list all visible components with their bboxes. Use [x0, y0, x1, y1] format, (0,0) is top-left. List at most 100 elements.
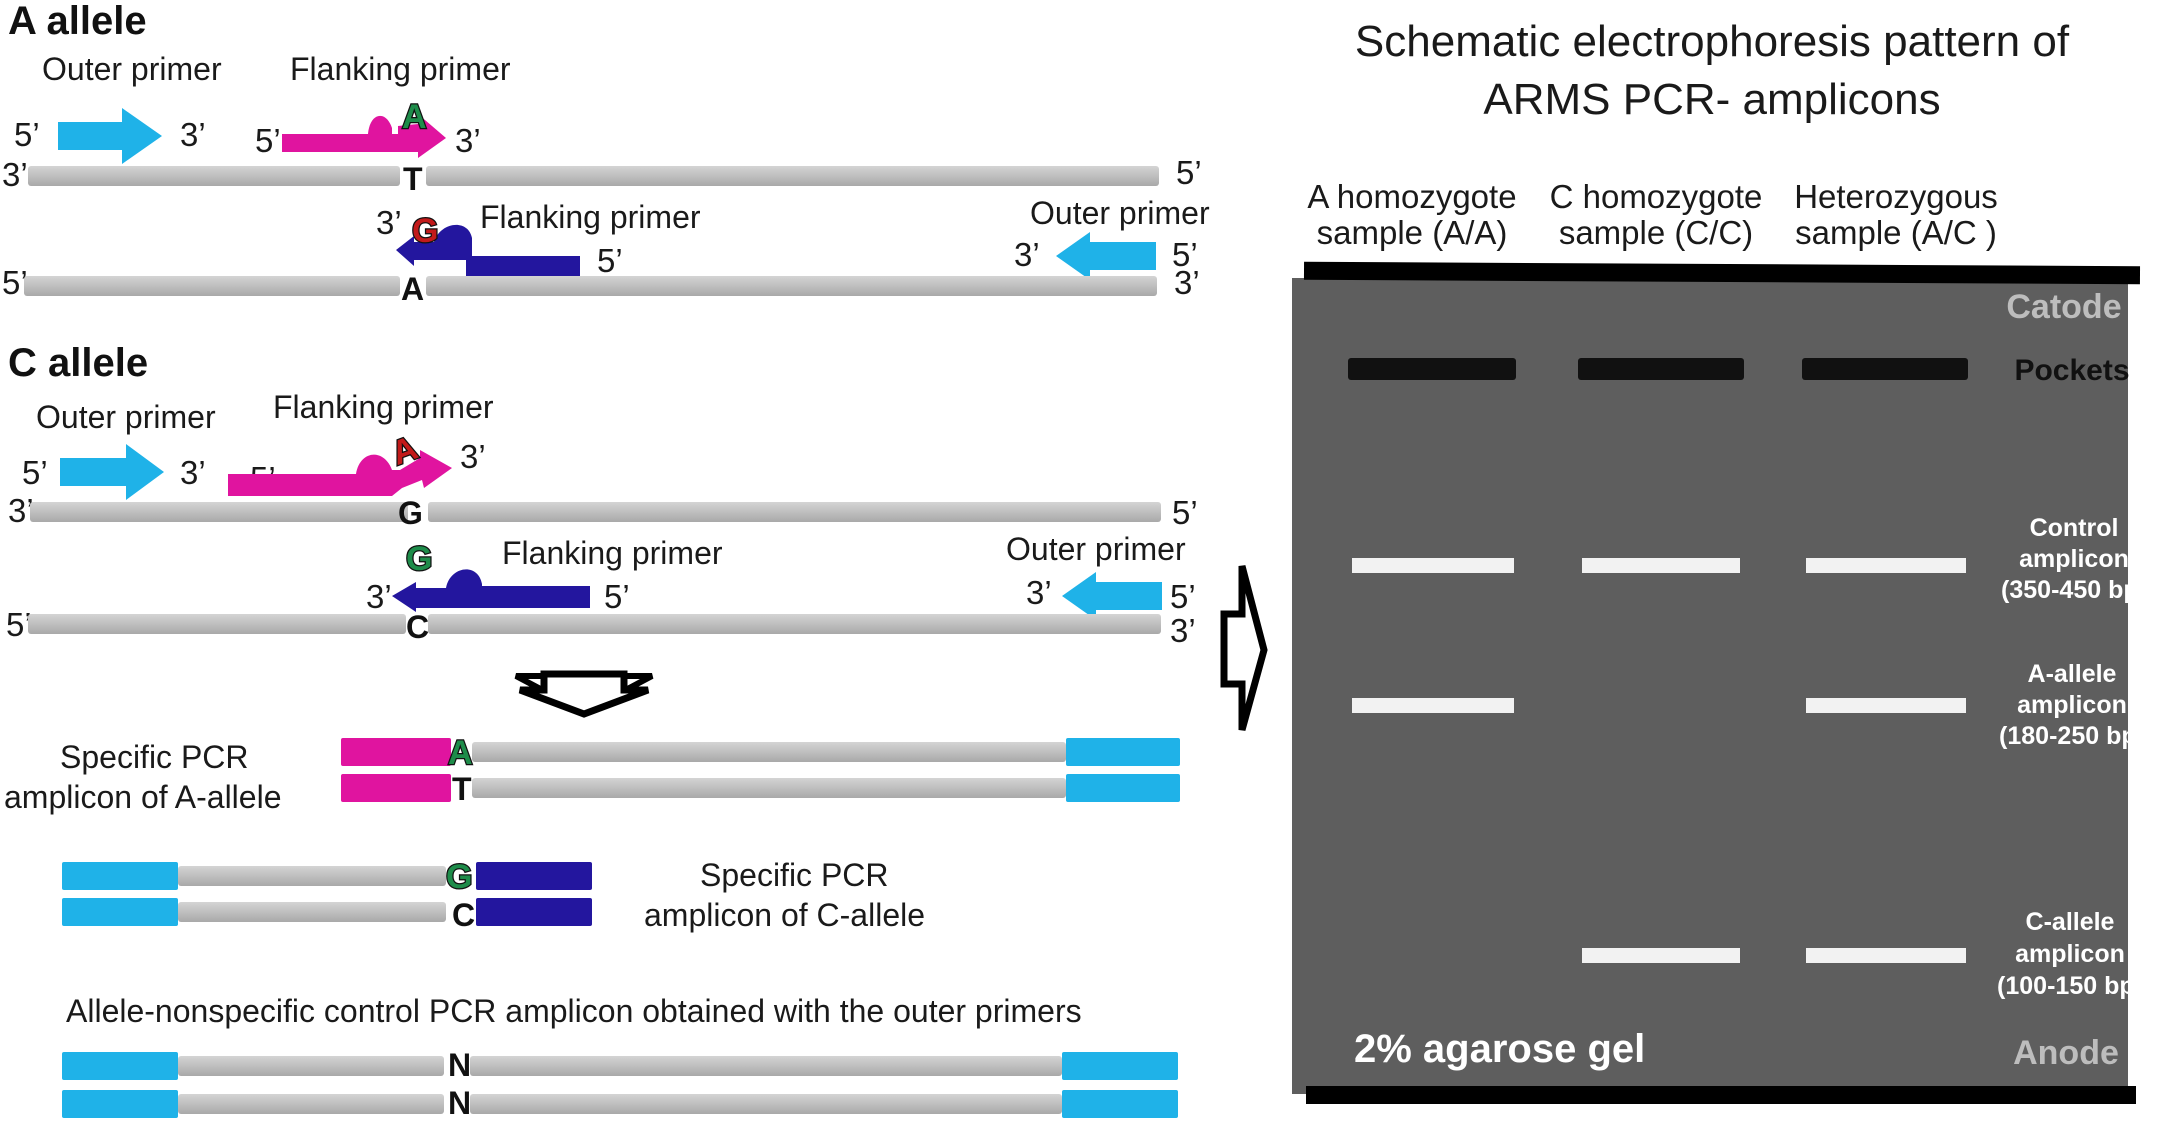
end-label: 5’	[1176, 154, 1202, 191]
band-label-line: amplicon	[2019, 545, 2129, 573]
c-template-strand-top-left	[30, 502, 408, 522]
a-outer-forward-primer	[58, 108, 162, 164]
end-label: 3’	[1174, 264, 1200, 301]
a-primer-mismatch-base-2: G	[412, 212, 438, 250]
pockets-label: Pockets	[2014, 354, 2129, 387]
band-label-line: (350-450 bp)	[2001, 576, 2147, 604]
end-label: 3’	[1170, 612, 1196, 649]
band-label-line: amplicon	[2015, 940, 2125, 968]
a-template-strand-top-left	[28, 166, 400, 186]
c-template-strand-bottom-left	[28, 614, 406, 634]
primer-segment	[62, 862, 178, 890]
gel-bands	[1352, 558, 1966, 963]
primer-segment	[476, 898, 592, 926]
a-template-base-top: T	[403, 161, 423, 197]
c-amplicon-base-bottom: C	[452, 897, 475, 933]
c-amplicon-base-top: G	[446, 858, 472, 896]
c-outer-forward-primer	[60, 444, 164, 500]
primer-segment	[476, 862, 592, 890]
c-allele-heading: C allele	[8, 341, 148, 385]
right-arrow-icon	[1220, 565, 1268, 731]
band-label-line: amplicon	[2017, 691, 2127, 719]
end-label: 5’	[1170, 578, 1196, 615]
band-label-line: (180-250 bp)	[1999, 722, 2145, 750]
gel-band-c-allele	[1582, 948, 1740, 963]
strand-segment	[178, 1094, 444, 1114]
c-primer-mismatch-base: A	[387, 429, 423, 473]
a-template-strand-bottom-left	[24, 276, 400, 296]
gel-band-control	[1352, 558, 1514, 573]
end-label: 5’	[255, 122, 281, 159]
primer-segment	[1062, 1052, 1178, 1080]
end-label: 3’	[376, 204, 402, 241]
lane-header-line2: sample (A/C )	[1795, 214, 1997, 251]
control-amplicon: Allele-nonspecific control PCR amplicon …	[62, 993, 1178, 1121]
end-label: 5’	[597, 242, 623, 279]
a-template-base-bottom: A	[401, 271, 424, 307]
gel-title-line1: Schematic electrophoresis pattern of	[1355, 17, 2070, 66]
a-amplicon-base-bottom: T	[452, 771, 472, 807]
c-flanking-reverse-primer	[392, 569, 590, 612]
a-flanking-reverse-primer	[396, 224, 580, 276]
c-outer-primer-label: Outer primer	[36, 399, 216, 435]
end-label: 3’	[366, 578, 392, 615]
gel-band-control	[1806, 558, 1966, 573]
c-template-strand-bottom-right	[428, 614, 1161, 634]
a-primer-mismatch-base: A	[402, 98, 427, 136]
c-template-base-bottom: C	[406, 609, 429, 645]
gel-title-line2: ARMS PCR- amplicons	[1483, 75, 1940, 124]
control-base-top: N	[448, 1047, 471, 1083]
gel-band-c-allele	[1806, 948, 1966, 963]
end-label: 5’	[22, 454, 48, 491]
end-label: 3’	[455, 122, 481, 159]
a-amplicon-caption-line2: amplicon of A-allele	[4, 779, 281, 815]
a-allele-panel: A allele Outer primer Flanking primer 5’…	[2, 0, 1210, 307]
lane-header-a: A homozygote sample (A/A)	[1307, 178, 1516, 251]
end-label: 3’	[1014, 236, 1040, 273]
a-template-strand-bottom-right	[426, 276, 1157, 296]
strand-segment	[472, 742, 1066, 762]
primer-segment	[62, 898, 178, 926]
band-label-line: A-allele	[2028, 660, 2117, 688]
c-amplicon-caption-line1: Specific PCR	[700, 857, 889, 893]
lane-header-line2: sample (A/A)	[1317, 214, 1508, 251]
gel-band-a-allele	[1806, 698, 1966, 713]
end-label: 5’	[2, 264, 28, 301]
a-template-strand-top-right	[426, 166, 1159, 186]
control-base-bottom: N	[448, 1085, 471, 1121]
c-allele-panel: C allele Outer primer Flanking primer 5’…	[6, 341, 1198, 649]
c-flanking-primer-label-2: Flanking primer	[502, 535, 723, 571]
strand-segment	[178, 902, 446, 922]
pocket	[1578, 358, 1744, 380]
lane-header-c: C homozygote sample (C/C)	[1550, 178, 1763, 251]
primer-segment	[1066, 774, 1180, 802]
c-specific-amplicon: G C Specific PCR amplicon of C-allele	[62, 857, 925, 933]
a-allele-heading: A allele	[8, 0, 147, 43]
gel-panel: Schematic electrophoresis pattern of ARM…	[1292, 17, 2147, 1104]
c-outer-reverse-primer	[1062, 572, 1162, 620]
gel-percentage-label: 2% agarose gel	[1354, 1027, 1645, 1071]
lane-header-line1: C homozygote	[1550, 178, 1763, 215]
band-label-line: C-allele	[2026, 908, 2115, 936]
c-flanking-forward-primer	[228, 450, 452, 496]
primer-segment	[341, 738, 451, 766]
end-label: 3’	[2, 156, 28, 193]
a-amplicon-base-top: A	[448, 734, 473, 772]
end-label: 5’	[6, 606, 32, 643]
a-outer-primer-label: Outer primer	[42, 51, 222, 87]
cathode-label: Catode	[2006, 288, 2121, 326]
primer-segment	[1062, 1090, 1178, 1118]
gel-top-bar	[1303, 261, 2141, 285]
lane-header-line1: A homozygote	[1307, 178, 1516, 215]
strand-segment	[178, 866, 446, 886]
end-label: 5’	[14, 116, 40, 153]
end-label: 3’	[180, 454, 206, 491]
a-amplicon-caption-line1: Specific PCR	[60, 739, 249, 775]
c-template-base-top: G	[398, 495, 423, 531]
primer-segment	[1066, 738, 1180, 766]
primer-segment	[341, 774, 451, 802]
strand-segment	[470, 1056, 1062, 1076]
a-outer-primer-label-2: Outer primer	[1030, 195, 1210, 231]
a-specific-amplicon: Specific PCR amplicon of A-allele A T	[4, 733, 1180, 815]
